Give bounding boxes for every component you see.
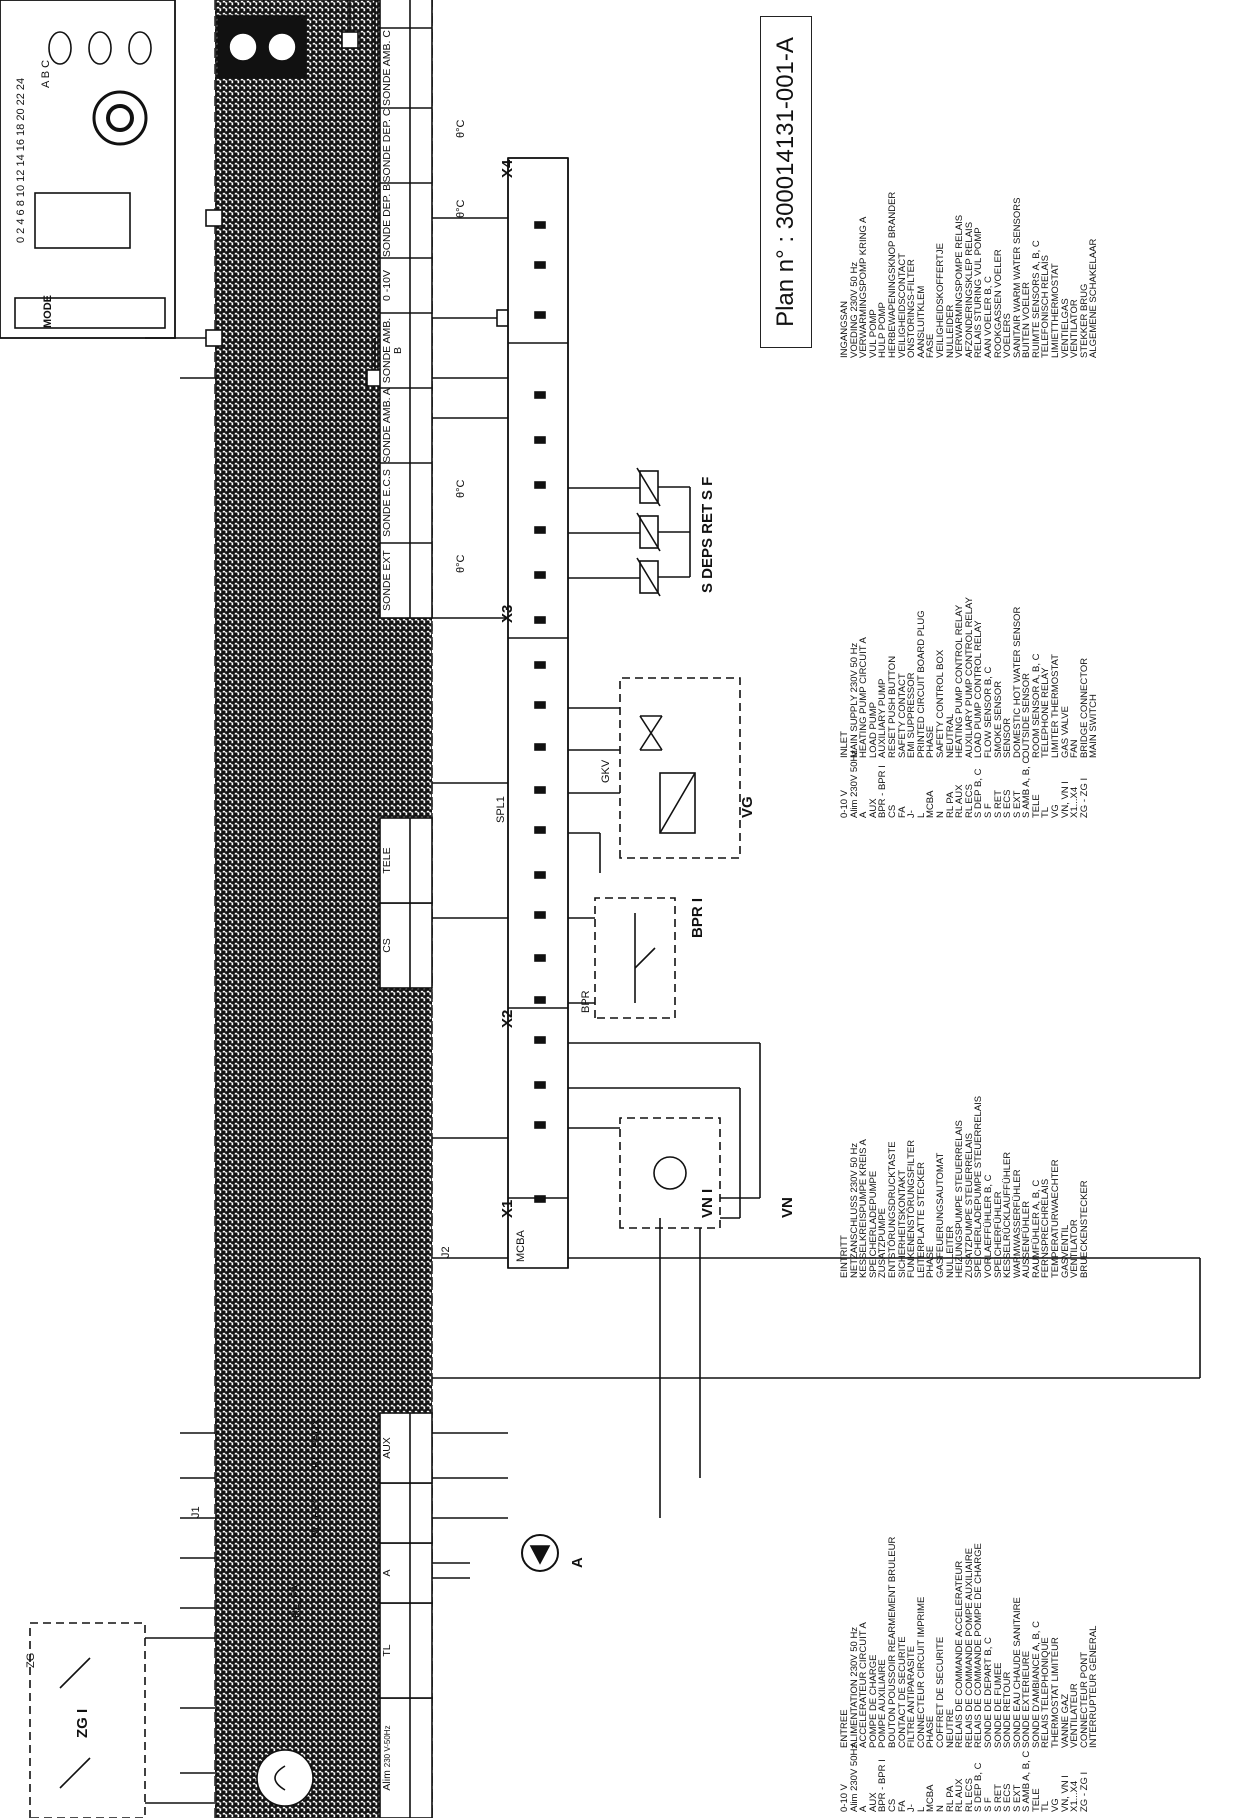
label-rl-fa: RL_FA [290, 1584, 302, 1618]
label-vn-i: VN I [699, 1188, 716, 1218]
legend-en-item: GAS VALVE [1059, 706, 1071, 758]
legend-code-item: Alim 230V 50Hz [848, 749, 860, 818]
legend-code-item: J- [906, 810, 918, 818]
theta-ext: θ°C [455, 554, 467, 573]
label-zg: ZG [25, 1652, 37, 1668]
main-switch-zg [29, 1622, 215, 1818]
panel-wiring [145, 0, 560, 387]
legend-fr-item: INTERRUPTEUR GENERAL [1088, 1625, 1100, 1748]
cs-tele-terminals [379, 817, 433, 989]
label-vn: VN [779, 1197, 796, 1218]
main-board [507, 157, 569, 1269]
tb-alim: Alim 230 V-50Hz [381, 1725, 393, 1791]
label-s-ret: S RET [699, 503, 716, 548]
tb-aux: AUX [381, 1437, 393, 1459]
tb-tele: TELE [381, 847, 393, 874]
legend-nl-item: ALGEMENE SCHAKELAAR [1088, 238, 1100, 358]
sensor-terminals [379, 0, 433, 619]
label-s-f: S F [699, 476, 716, 500]
legend-code-item: MCBA [925, 1784, 937, 1812]
knob-box [217, 15, 307, 79]
label-vg: VG [739, 796, 756, 818]
tb-0-10v: 0 -10V [381, 270, 393, 301]
plan-number: Plan n° : 300014131-001-A [760, 16, 812, 348]
tb-a: A [381, 1569, 393, 1577]
j-connectors [180, 377, 508, 1774]
tb-sonde-amb-c: SONDE AMB. C [381, 30, 393, 106]
label-s-dep: S DEP [699, 547, 716, 593]
label-pump-a: A [569, 1557, 586, 1568]
terminal-blocks-left [379, 1412, 433, 1818]
tb-tl: TL [381, 1644, 393, 1657]
label-rl-pecs: RL_PECS [310, 1487, 322, 1538]
theta-dep-c: θ°C [455, 119, 467, 138]
label-rl-paux: RL_PAUX [310, 1418, 322, 1468]
legend-code-item: ZG - ZG I [1078, 777, 1090, 818]
scale-ticks: 0 2 4 6 8 10 12 14 16 18 20 22 24 [15, 77, 27, 243]
label-x4: X4 [499, 159, 516, 178]
tb-sonde-amb-a: SONDE AMB. A [381, 388, 393, 463]
theta-dep-b: θ°C [455, 199, 467, 218]
tb-sonde-dep-b: SONDE DEP. B [381, 183, 393, 258]
pump-a [432, 1534, 559, 1579]
label-gkv: GKV [600, 759, 612, 783]
label-j2: J2 [440, 1246, 452, 1258]
label-x2: X2 [499, 1009, 516, 1028]
theta-ecs: θ°C [455, 479, 467, 498]
tb-sonde-amb-b: SONDE AMB. B [381, 317, 404, 384]
channel-abc: A B C [40, 59, 52, 88]
tb-sonde-dep-c: SONDE DEP. C [381, 108, 393, 183]
label-x3: X3 [499, 604, 516, 623]
board-pins [534, 221, 546, 1203]
legend-code-item: Alim 230V 50Hz [848, 1743, 860, 1812]
legend-de-item: BRUECKENSTECKER [1078, 1180, 1090, 1278]
gas-valve-vg [568, 677, 741, 873]
emi-filter [256, 1749, 314, 1807]
legend-code-item: FA [896, 806, 908, 818]
label-bpr-i: BPR I [689, 897, 706, 938]
label-mcba: MCBA [515, 1230, 527, 1262]
label-j1: J1 [190, 1506, 202, 1518]
sensors-row [568, 467, 691, 597]
tb-cs: CS [381, 938, 393, 953]
long-wires [508, 1218, 1201, 1518]
legend-en-item: MAIN SWITCH [1088, 694, 1100, 758]
tb-sonde-ecs: SONDE E.C.S [381, 469, 393, 537]
reset-button-bpr [568, 897, 676, 1019]
label-bpr: BPR [580, 990, 592, 1013]
fan-vn [568, 1042, 761, 1229]
tb-sonde-ext: SONDE EXT [381, 550, 393, 611]
label-x1: X1 [499, 1199, 516, 1218]
legend-code-item: ZG - ZG I [1078, 1771, 1090, 1812]
control-panel [0, 0, 176, 339]
legend-code-item: J- [906, 1804, 918, 1812]
label-spl1: SPL1 [495, 796, 507, 823]
legend-code-item: MCBA [925, 790, 937, 818]
mode-label: MODE [42, 295, 54, 328]
legend-code-item: FA [896, 1800, 908, 1812]
label-zg-i: ZG I [74, 1708, 91, 1738]
